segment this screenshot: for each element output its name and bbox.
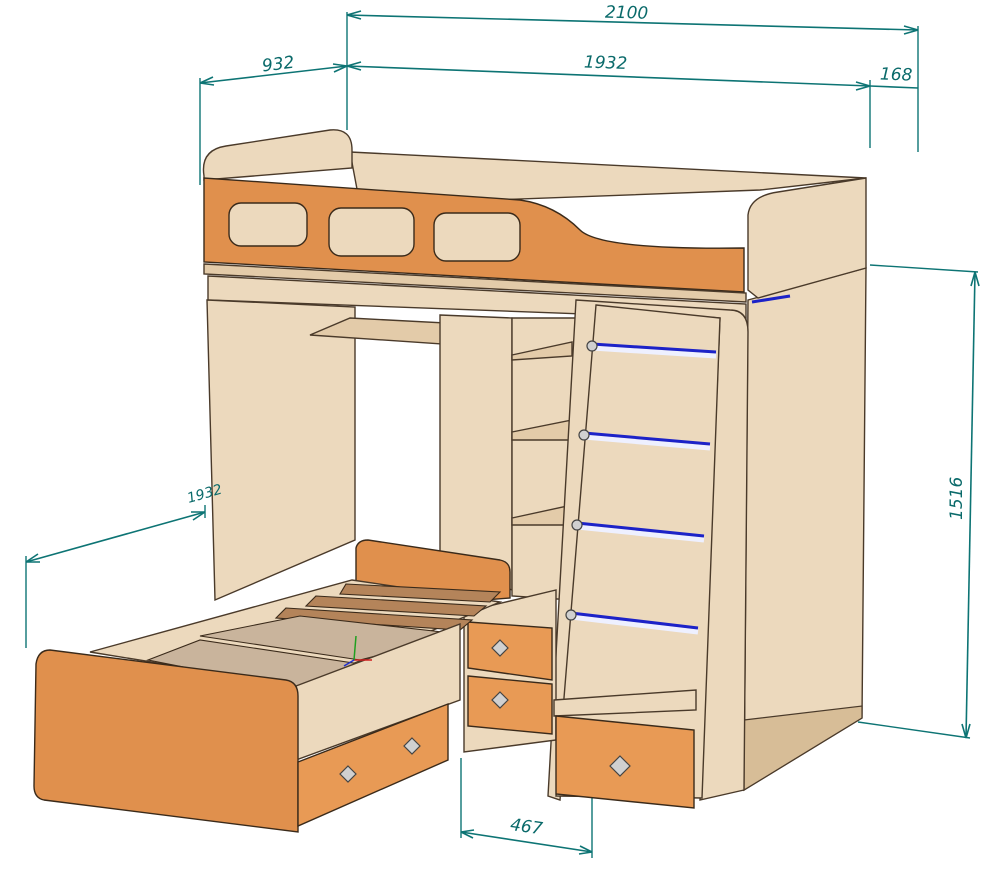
- left-panel: [206, 299, 356, 602]
- dim-drawer-width: 467: [509, 815, 544, 839]
- axis-triad: [343, 635, 372, 667]
- upper-bed: [202, 129, 867, 321]
- dim-overall-width: 2100: [605, 3, 649, 24]
- drawer-stack: [463, 589, 557, 753]
- ladder-drawer: [553, 689, 697, 809]
- right-wall: [743, 267, 867, 792]
- dim-upper-depth: 932: [261, 53, 296, 77]
- dim-upper-length: 1932: [584, 52, 628, 73]
- dimension-lines: [25, 10, 980, 858]
- lower-bed: [33, 539, 511, 833]
- ladder: [547, 294, 791, 801]
- dim-ladder-depth: 168: [880, 64, 913, 85]
- dim-height: 1516: [947, 477, 967, 520]
